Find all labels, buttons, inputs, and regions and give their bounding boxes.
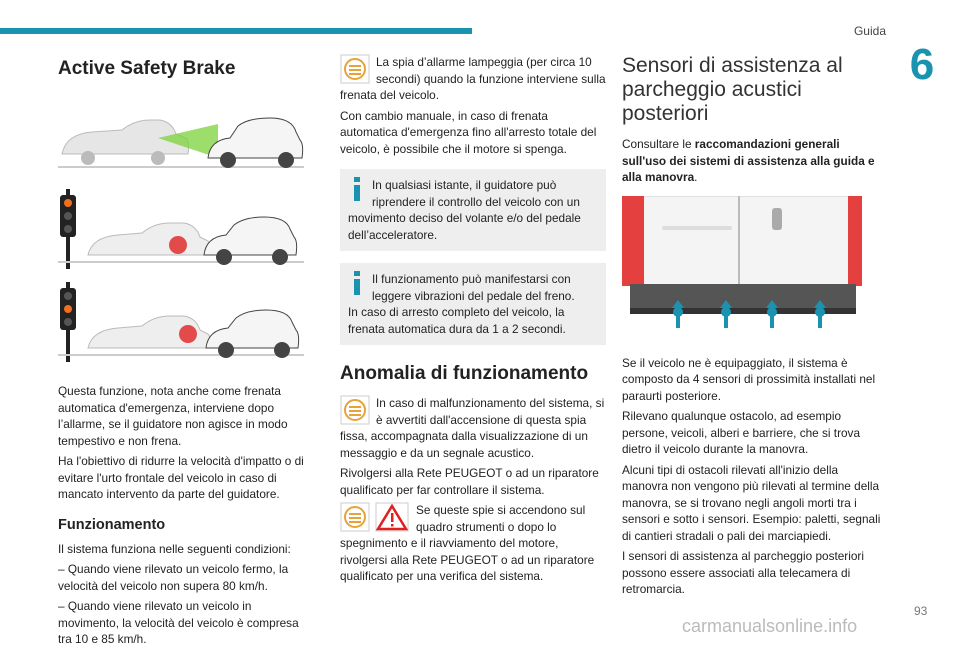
info-icon bbox=[354, 271, 360, 295]
section-title-sensori: Sensori di assistenza al parcheggio acus… bbox=[622, 54, 843, 125]
funz-paragraph-3: – Quando viene rilevato un veicolo in mo… bbox=[58, 599, 299, 646]
traffic-light-brake-illustration bbox=[58, 189, 304, 269]
subtitle-funzionamento: Funzionamento bbox=[58, 516, 166, 533]
funz-paragraph-2: – Quando viene rilevato un veicolo fermo… bbox=[58, 562, 289, 593]
fault-text-1b: Rivolgersi alla Rete PEUGEOT o ad un rip… bbox=[340, 466, 599, 497]
sensori-intro: Consultare le raccomandazioni generali s… bbox=[622, 136, 884, 186]
info-text-2b: In caso di arresto completo del veicolo,… bbox=[348, 305, 566, 336]
sensori-paragraph-2: Rilevano qualunque ostacolo, ad esempio … bbox=[622, 409, 861, 456]
warning-block-1: La spia d’allarme lampeggia (per circa 1… bbox=[340, 54, 606, 161]
warning-text-1b: Con cambio manuale, in caso di frenata a… bbox=[340, 108, 597, 156]
info-text-1: In qualsiasi istante, il guidatore può r… bbox=[348, 178, 581, 242]
info-text-2: Il funzionamento può manifestarsi con le… bbox=[372, 272, 575, 303]
fault-text-2: Se queste spie si accendono sul quadro s… bbox=[340, 503, 595, 583]
sensori-paragraph-1: Se il veicolo ne è equipaggiato, il sist… bbox=[622, 355, 876, 403]
warning-light-icon bbox=[340, 395, 370, 425]
section-title-asb: Active Safety Brake bbox=[58, 58, 236, 79]
column-2: La spia d’allarme lampeggia (per circa 1… bbox=[340, 54, 606, 589]
column-1: Active Safety Brake Questa funzione, not… bbox=[58, 54, 304, 652]
asb-paragraph-1: Questa funzione, nota anche come frenata… bbox=[58, 384, 288, 448]
sensori-paragraph-3: Alcuni tipi di ostacoli rilevati all'ini… bbox=[622, 462, 881, 543]
funz-paragraph-1: Il sistema funziona nelle seguenti condi… bbox=[58, 541, 291, 556]
intro-post: . bbox=[694, 170, 698, 184]
sensori-paragraph-4: I sensori di assistenza al parcheggio po… bbox=[622, 549, 864, 596]
fault-text-1: In caso di malfunzionamento del sistema,… bbox=[340, 396, 605, 460]
header-section-label: Guida bbox=[853, 24, 886, 38]
car-front-detect-illustration bbox=[58, 117, 304, 168]
moving-vehicle-brake-illustration bbox=[58, 282, 304, 362]
warning-text-1: La spia d’allarme lampeggia (per circa 1… bbox=[340, 55, 606, 102]
column-3: Sensori di assistenza al parcheggio acus… bbox=[622, 54, 884, 602]
fault-block-1: In caso di malfunzionamento del sistema,… bbox=[340, 395, 606, 502]
fault-block-2: Se queste spie si accendono sul quadro s… bbox=[340, 502, 606, 589]
info-icon bbox=[354, 177, 360, 201]
asb-paragraph-2: Ha l'obiettivo di ridurre la velocità d'… bbox=[58, 454, 304, 501]
section-title-anomalia: Anomalia di funzionamento bbox=[340, 363, 589, 384]
intro-pre: Consultare le bbox=[622, 137, 692, 151]
info-box-2: Il funzionamento può manifestarsi con le… bbox=[340, 263, 606, 345]
alert-triangle-icon bbox=[340, 502, 409, 532]
chapter-number: 6 bbox=[909, 40, 935, 89]
warning-light-icon bbox=[340, 54, 370, 84]
parking-sensor-van-illustration bbox=[622, 195, 862, 328]
top-accent-bar bbox=[0, 28, 472, 34]
intro-link-bold: raccomandazioni generali sull'uso dei si… bbox=[622, 137, 875, 184]
page-number: 93 bbox=[914, 604, 928, 618]
info-box-1: In qualsiasi istante, il guidatore può r… bbox=[340, 169, 606, 251]
watermark: carmanualsonline.info bbox=[682, 616, 858, 636]
